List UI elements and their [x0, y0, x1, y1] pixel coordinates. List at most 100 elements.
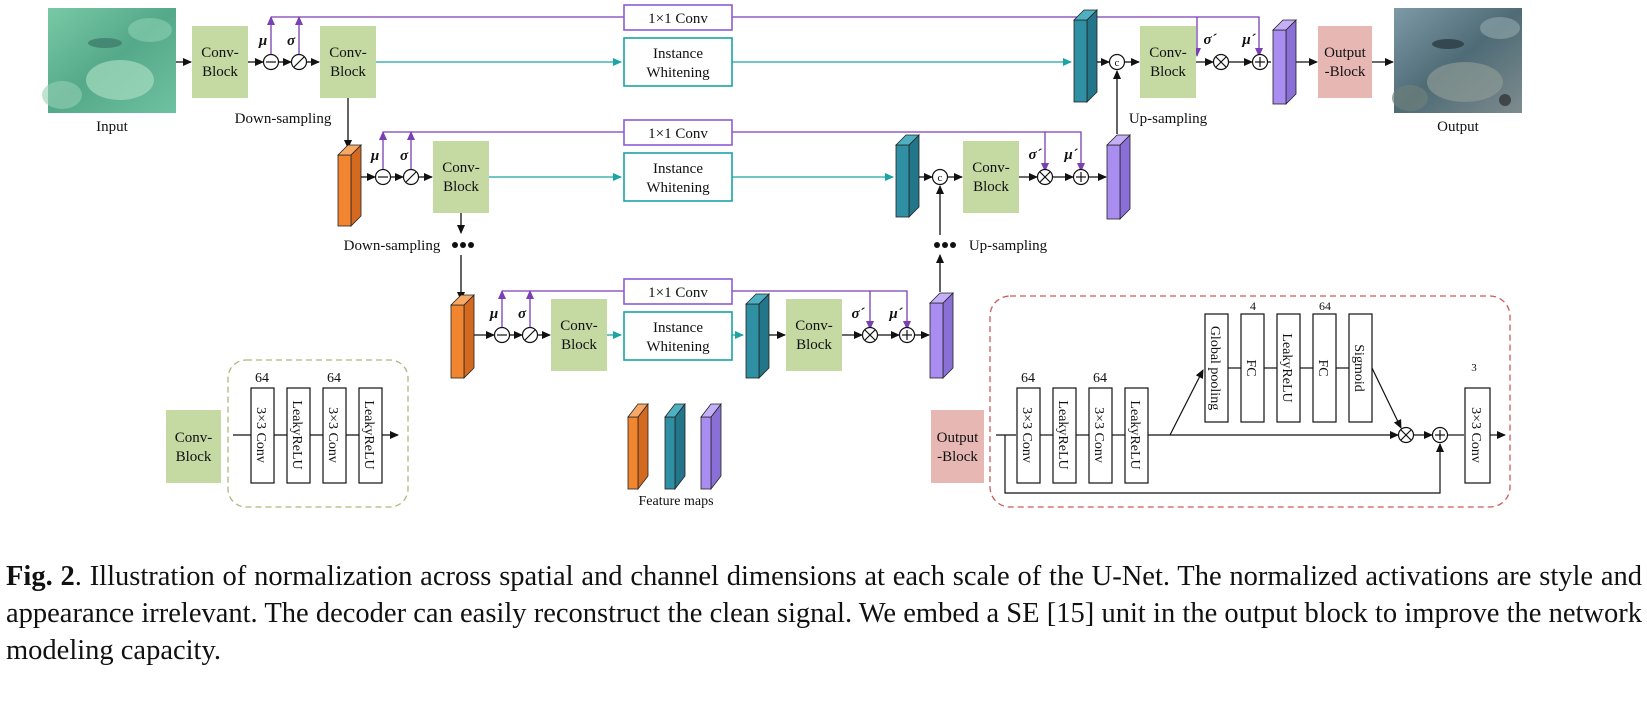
feature-maps-label: Feature maps	[638, 494, 713, 509]
se-sigmoid: Sigmoid	[1348, 313, 1373, 423]
multiply-operator-2	[1036, 168, 1054, 186]
out-detail-channels-1: 64	[1021, 371, 1035, 386]
add-operator-2	[1072, 168, 1090, 186]
orange-feature-map-1	[337, 144, 362, 227]
legend-orange-map	[627, 402, 649, 491]
multiply-operator-3	[861, 326, 879, 344]
svg-text:Conv-Block: Conv-Block	[329, 45, 367, 80]
caption-text: . Illustration of normalization across s…	[6, 561, 1643, 666]
out-detail-layer-2: LeakyReLU	[1052, 387, 1077, 484]
svg-text:Output-Block: Output-Block	[1324, 45, 1367, 80]
mu-prime-label-3: μ´	[888, 306, 903, 322]
output-label: Output	[1437, 119, 1480, 135]
conv-block-dec-1: Conv-Block	[1140, 26, 1196, 98]
se-global-pooling: Global pooling	[1204, 313, 1229, 423]
conv-detail-layer-1: 3×3 Conv	[250, 387, 275, 484]
sigma-prime-label-3: σ´	[851, 306, 865, 322]
svg-text:3×3 Conv: 3×3 Conv	[1019, 407, 1034, 463]
up-sampling-label-1: Up-sampling	[1129, 111, 1208, 127]
svg-text:LeakyReLU: LeakyReLU	[1127, 400, 1142, 469]
conv-detail-channels-1: 64	[255, 371, 269, 386]
conv1x1-box-3: 1×1 Conv	[623, 278, 733, 305]
svg-text:Conv-Block: Conv-Block	[560, 318, 598, 353]
svg-text:Conv-Block: Conv-Block	[442, 160, 480, 195]
teal-feature-map-2	[895, 134, 920, 218]
violet-feature-map-1	[1272, 19, 1297, 105]
mu-label-3: μ	[489, 306, 498, 322]
svg-text:c: c	[938, 172, 943, 184]
skip-line-1	[271, 16, 1263, 57]
caption-lead: Fig. 2	[6, 561, 75, 592]
conv-block-dec-2: Conv-Block	[963, 141, 1019, 213]
out-detail-final-conv: 3×3 Conv	[1464, 387, 1491, 484]
ellipsis-dots-up	[934, 242, 956, 248]
svg-text:Conv-Block: Conv-Block	[972, 160, 1010, 195]
multiply-operator-1	[1212, 53, 1230, 71]
out-detail-layer-3: 3×3 Conv	[1088, 387, 1113, 484]
mu-prime-label-1: μ´	[1241, 32, 1256, 48]
svg-text:3×3 Conv: 3×3 Conv	[325, 407, 340, 463]
up-sampling-label-2: Up-sampling	[969, 238, 1048, 254]
minus-operator-2	[374, 168, 392, 186]
minus-operator-1	[262, 53, 280, 71]
figure-caption: Fig. 2. Illustration of normalization ac…	[6, 558, 1642, 669]
out-detail-final-channels: 3	[1471, 362, 1477, 374]
teal-feature-map-3	[745, 293, 770, 379]
svg-text:Conv-Block: Conv-Block	[1149, 45, 1187, 80]
conv1x1-box-2: 1×1 Conv	[623, 119, 733, 146]
se-fc-1: FC	[1240, 313, 1265, 423]
mu-prime-label-2: μ´	[1063, 147, 1078, 163]
svg-text:1×1 Conv: 1×1 Conv	[648, 11, 708, 27]
conv-block-enc-2: Conv-Block	[320, 26, 376, 98]
concat-operator-1: c	[1108, 53, 1126, 71]
violet-feature-map-3	[929, 292, 954, 379]
architecture-diagram: Input Output Conv-Block Conv-Block μ σ 1…	[42, 4, 1522, 509]
svg-text:3×3 Conv: 3×3 Conv	[1468, 407, 1483, 463]
svg-text:3×3 Conv: 3×3 Conv	[253, 407, 268, 463]
residual-line	[1004, 435, 1444, 494]
add-operator-3	[898, 326, 916, 344]
out-detail-layer-4: LeakyReLU	[1124, 387, 1149, 484]
output-image	[1392, 8, 1522, 113]
svg-text:Global pooling: Global pooling	[1207, 326, 1222, 410]
svg-text:c: c	[1115, 57, 1120, 69]
output-block-detail-frame	[989, 295, 1511, 508]
svg-text:1×1 Conv: 1×1 Conv	[648, 285, 708, 301]
divide-operator-2	[402, 168, 420, 186]
divide-operator-1	[290, 53, 308, 71]
conv1x1-box-1: 1×1 Conv	[623, 4, 733, 31]
teal-feature-map-1	[1073, 9, 1098, 103]
skip-line-2	[383, 131, 1085, 172]
sigma-prime-label-2: σ´	[1028, 147, 1042, 163]
se-add-operator	[1431, 426, 1449, 444]
output-block-main: Output-Block	[1318, 26, 1372, 98]
svg-text:Sigmoid: Sigmoid	[1351, 344, 1366, 391]
svg-text:LeakyReLU: LeakyReLU	[289, 400, 304, 469]
conv-block-detail-label: Conv-Block	[166, 410, 221, 483]
conv-detail-layer-4: LeakyReLU	[358, 387, 383, 484]
svg-text:FC: FC	[1243, 359, 1258, 376]
svg-text:FC: FC	[1315, 359, 1330, 376]
svg-text:Conv-Block: Conv-Block	[175, 430, 213, 465]
svg-text:3×3 Conv: 3×3 Conv	[1091, 407, 1106, 463]
conv-block-enc-3: Conv-Block	[433, 141, 489, 213]
sigma-label-3: σ	[518, 306, 527, 322]
conv-block-detail-frame	[227, 359, 409, 508]
input-image	[42, 8, 176, 113]
out-detail-channels-2: 64	[1093, 371, 1107, 386]
mu-label-1: μ	[258, 33, 267, 49]
input-label: Input	[96, 119, 128, 135]
se-channels-2: 64	[1319, 299, 1331, 313]
minus-operator-3	[493, 326, 511, 344]
se-multiply-operator	[1397, 426, 1415, 444]
svg-text:Conv-Block: Conv-Block	[201, 45, 239, 80]
legend-teal-map	[664, 402, 686, 491]
sigma-prime-label-1: σ´	[1203, 32, 1217, 48]
svg-text:Conv-Block: Conv-Block	[795, 318, 833, 353]
ellipsis-dots-down	[452, 242, 474, 248]
